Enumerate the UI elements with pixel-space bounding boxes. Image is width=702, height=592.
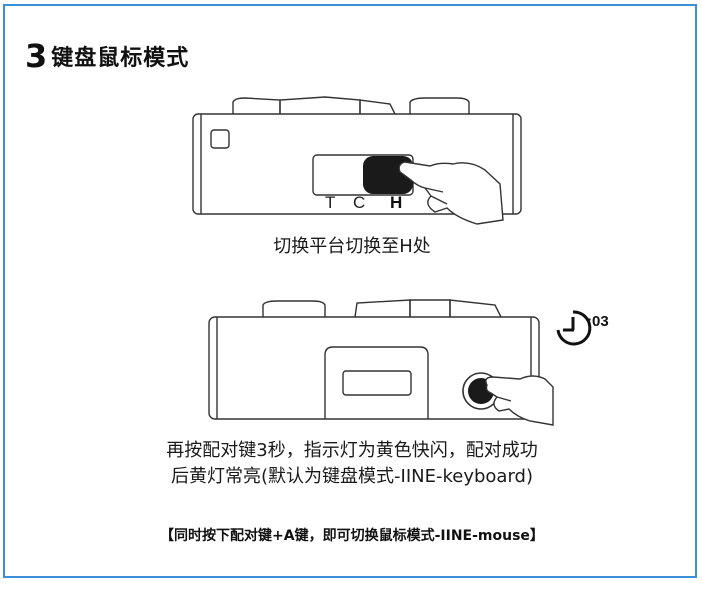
instruction-card: 3 键盘鼠标模式 T C H 切 [3,4,697,578]
caption-pairing-line2: 后黄灯常亮(默认为键盘模式-IINE-keyboard) [171,466,533,487]
timer-label: :03 [587,313,609,330]
switch-illustration: T C H [192,96,522,225]
caption-switch: 切换平台切换至H处 [273,236,431,257]
step-title: 键盘鼠标模式 [51,46,190,71]
pairing-illustration [208,299,554,426]
step-heading: 3 键盘鼠标模式 [25,40,189,72]
step-number: 3 [25,37,48,75]
pointing-hand-icon [485,375,554,426]
hand-icon [398,161,504,225]
switch-label-t: T [325,193,335,212]
mouse-mode-note: 【同时按下配对键+A键，即可切换鼠标模式-IINE-mouse】 [160,528,544,544]
switch-label-h: H [390,193,402,212]
caption-pairing-line1: 再按配对键3秒，指示灯为黄色快闪，配对成功 [166,440,538,461]
switch-label-c: C [353,193,365,212]
timer-icon: :03 [556,310,609,346]
